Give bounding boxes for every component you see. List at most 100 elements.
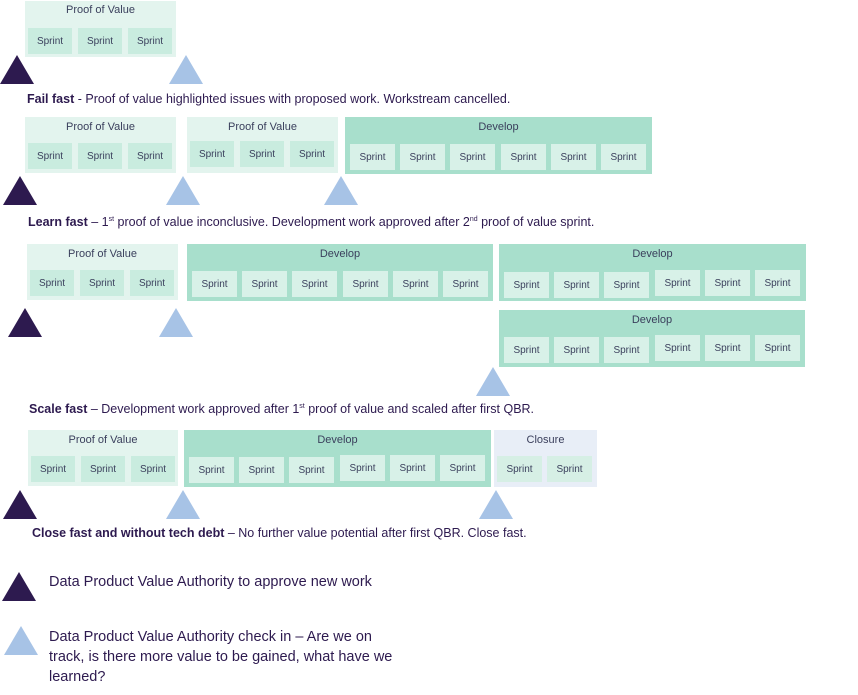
sprint-box: Sprint bbox=[443, 271, 488, 297]
sprint-box: Sprint bbox=[28, 28, 72, 54]
sprint-box: Sprint bbox=[501, 144, 546, 170]
caption-text: proof of value inconclusive. Development… bbox=[114, 215, 470, 229]
caption-superscript: nd bbox=[469, 215, 478, 223]
caption-superscript: st bbox=[299, 402, 305, 410]
phase-title: Closure bbox=[526, 434, 565, 446]
phase-title: Proof of Value bbox=[66, 4, 135, 16]
sprint-box: Sprint bbox=[240, 141, 284, 167]
sprint-box: Sprint bbox=[554, 337, 599, 363]
pov-block: Proof of Value Sprint Sprint Sprint bbox=[28, 430, 178, 486]
sprint-box: Sprint bbox=[497, 456, 542, 482]
legend-checkin-text: Data Product Value Authority check in – … bbox=[49, 627, 429, 687]
caption-text: proof of value sprint. bbox=[477, 215, 595, 229]
sprint-box: Sprint bbox=[705, 335, 750, 361]
sprint-box: Sprint bbox=[551, 144, 596, 170]
caption-title: Learn fast bbox=[28, 215, 88, 229]
sprint-box: Sprint bbox=[239, 457, 284, 483]
sprint-box: Sprint bbox=[450, 144, 495, 170]
develop-block: Develop Sprint Sprint Sprint Sprint Spri… bbox=[187, 244, 493, 301]
sprint-box: Sprint bbox=[343, 271, 388, 297]
sprint-box: Sprint bbox=[393, 271, 438, 297]
sprint-box: Sprint bbox=[340, 455, 385, 481]
sprint-box: Sprint bbox=[192, 271, 237, 297]
develop-block: Develop Sprint Sprint Sprint Sprint Spri… bbox=[499, 244, 806, 301]
phase-title: Proof of Value bbox=[68, 248, 137, 260]
caption-learn-fast: Learn fast – 1st proof of value inconclu… bbox=[28, 215, 594, 229]
develop-block: Develop Sprint Sprint Sprint Sprint Spri… bbox=[184, 430, 491, 487]
caption-text: – Development work approved after 1 bbox=[87, 402, 300, 416]
sprint-box: Sprint bbox=[78, 143, 122, 169]
approval-triangle-icon bbox=[8, 308, 42, 337]
sprint-box: Sprint bbox=[705, 270, 750, 296]
sprint-box: Sprint bbox=[547, 456, 592, 482]
phase-title: Develop bbox=[632, 248, 673, 260]
pov-block: Proof of Value Sprint Sprint Sprint bbox=[187, 117, 338, 173]
sprint-box: Sprint bbox=[130, 270, 174, 296]
caption-text: proof of value and scaled after first QB… bbox=[304, 402, 535, 416]
legend-checkin-line: learned? bbox=[49, 669, 106, 685]
sprint-box: Sprint bbox=[604, 272, 649, 298]
sprint-box: Sprint bbox=[755, 270, 800, 296]
checkin-triangle-icon bbox=[476, 367, 510, 396]
caption-fail-fast: Fail fast - Proof of value highlighted i… bbox=[27, 92, 510, 106]
checkin-triangle-icon bbox=[479, 490, 513, 519]
sprint-box: Sprint bbox=[655, 335, 700, 361]
phase-title: Proof of Value bbox=[66, 121, 135, 133]
develop-block: Develop Sprint Sprint Sprint Sprint Spri… bbox=[499, 310, 805, 367]
caption-title: Close fast and without tech debt bbox=[32, 526, 225, 540]
sprint-box: Sprint bbox=[242, 271, 287, 297]
approval-triangle-icon bbox=[3, 176, 37, 205]
sprint-box: Sprint bbox=[755, 335, 800, 361]
caption-text: – No further value potential after first… bbox=[224, 526, 527, 540]
sprint-box: Sprint bbox=[350, 144, 395, 170]
sprint-box: Sprint bbox=[80, 270, 124, 296]
checkin-triangle-icon bbox=[166, 490, 200, 519]
sprint-box: Sprint bbox=[655, 270, 700, 296]
legend-checkin-triangle-icon bbox=[4, 626, 38, 655]
sprint-box: Sprint bbox=[554, 272, 599, 298]
phase-title: Proof of Value bbox=[68, 434, 138, 446]
legend-approval-triangle-icon bbox=[2, 572, 36, 601]
caption-title: Fail fast bbox=[27, 92, 75, 106]
sprint-box: Sprint bbox=[128, 28, 172, 54]
phase-title: Proof of Value bbox=[228, 121, 297, 133]
sprint-box: Sprint bbox=[31, 456, 75, 482]
caption-superscript: st bbox=[108, 215, 115, 223]
phase-title: Develop bbox=[317, 434, 358, 446]
phase-title: Develop bbox=[478, 121, 519, 133]
sprint-box: Sprint bbox=[400, 144, 445, 170]
pov-block: Proof of Value Sprint Sprint Sprint bbox=[25, 1, 176, 57]
pov-block: Proof of Value Sprint Sprint Sprint bbox=[27, 244, 178, 300]
legend-approve-text: Data Product Value Authority to approve … bbox=[49, 574, 372, 590]
develop-block: Develop Sprint Sprint Sprint Sprint Spri… bbox=[345, 117, 652, 174]
closure-block: Closure Sprint Sprint bbox=[494, 430, 597, 487]
caption-text: – 1 bbox=[87, 215, 109, 229]
checkin-triangle-icon bbox=[324, 176, 358, 205]
caption-text: - Proof of value highlighted issues with… bbox=[74, 92, 511, 106]
sprint-box: Sprint bbox=[604, 337, 649, 363]
checkin-triangle-icon bbox=[166, 176, 200, 205]
sprint-box: Sprint bbox=[504, 272, 549, 298]
approval-triangle-icon bbox=[3, 490, 37, 519]
phase-title: Develop bbox=[319, 248, 361, 260]
sprint-box: Sprint bbox=[440, 455, 485, 481]
legend-checkin-line: track, is there more value to be gained,… bbox=[49, 649, 393, 665]
sprint-box: Sprint bbox=[190, 141, 234, 167]
caption-title: Scale fast bbox=[29, 402, 88, 416]
sprint-box: Sprint bbox=[28, 143, 72, 169]
sprint-box: Sprint bbox=[189, 457, 234, 483]
sprint-box: Sprint bbox=[390, 455, 435, 481]
phase-title: Develop bbox=[631, 314, 673, 326]
sprint-box: Sprint bbox=[601, 144, 646, 170]
sprint-box: Sprint bbox=[290, 141, 334, 167]
sprint-box: Sprint bbox=[30, 270, 74, 296]
sprint-box: Sprint bbox=[292, 271, 337, 297]
sprint-box: Sprint bbox=[78, 28, 122, 54]
sprint-box: Sprint bbox=[81, 456, 125, 482]
caption-close-fast: Close fast and without tech debt – No fu… bbox=[32, 526, 527, 540]
approval-triangle-icon bbox=[0, 55, 34, 84]
checkin-triangle-icon bbox=[169, 55, 203, 84]
caption-scale-fast: Scale fast – Development work approved a… bbox=[29, 402, 534, 416]
sprint-box: Sprint bbox=[289, 457, 334, 483]
pov-block: Proof of Value Sprint Sprint Sprint bbox=[25, 117, 176, 173]
